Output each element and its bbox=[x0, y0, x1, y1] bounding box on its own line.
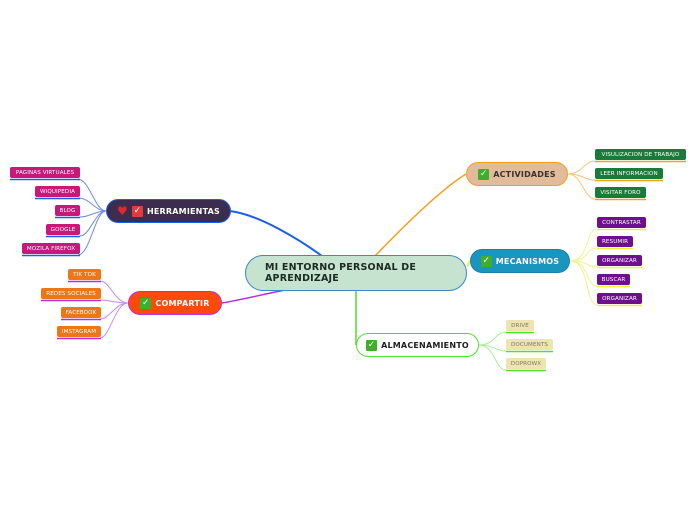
leaf-documents[interactable]: DOCUMENTS bbox=[506, 339, 553, 350]
leaf-label: CONTRASTAR bbox=[602, 219, 641, 226]
leaf-label: BUSCAR bbox=[601, 276, 626, 283]
checkmark-icon: ✓ bbox=[366, 339, 378, 351]
leaf-label: RESUMIR bbox=[601, 238, 629, 245]
leaf-label: FACEBOOK bbox=[65, 309, 97, 316]
leaf-wiquipedia[interactable]: WIQUIPEDIA bbox=[35, 186, 80, 197]
leaf-label: IMSTAGRAM bbox=[61, 328, 97, 335]
central-topic[interactable]: MI ENTORNO PERSONAL DE APRENDIZAJE bbox=[245, 255, 467, 291]
leaf-label: LEER INFORMACION bbox=[600, 170, 658, 177]
branch-mecanismos[interactable]: ✓ MECANISMOS bbox=[470, 249, 570, 273]
leaf-label: REDES SOCIALES bbox=[46, 290, 96, 297]
branch-herramientas[interactable]: ♥ ✓ HERRAMIENTAS bbox=[106, 199, 231, 223]
link-herr-child bbox=[77, 178, 107, 212]
branch-label: ACTIVIDADES bbox=[493, 169, 556, 179]
leaf-doprowx[interactable]: DOPROWX bbox=[506, 358, 546, 369]
leaf-visulizacion-de-trabajo[interactable]: VISULIZACION DE TRABAJO bbox=[595, 149, 686, 160]
link-central-compartir bbox=[221, 288, 291, 304]
leaf-imstagram[interactable]: IMSTAGRAM bbox=[57, 326, 101, 337]
checkmark-icon: ✓ bbox=[478, 168, 490, 180]
heart-icon: ♥ bbox=[117, 203, 128, 218]
central-topic-label: MI ENTORNO PERSONAL DE APRENDIZAJE bbox=[265, 262, 417, 284]
leaf-visitar-foro[interactable]: VISITAR FORO bbox=[595, 187, 646, 198]
leaf-label: VISULIZACION DE TRABAJO bbox=[601, 151, 680, 158]
leaf-label: ORGANIZAR bbox=[602, 295, 637, 302]
branch-actividades[interactable]: ✓ ACTIVIDADES bbox=[466, 162, 568, 186]
leaf-label: MOZILA FIREFOX bbox=[26, 245, 76, 252]
leaf-leer-informacion[interactable]: LEER INFORMACION bbox=[595, 168, 663, 179]
leaf-facebook[interactable]: FACEBOOK bbox=[61, 307, 101, 318]
leaf-buscar[interactable]: BUSCAR bbox=[597, 274, 630, 285]
branch-almacenamiento[interactable]: ✓ ALMACENAMIENTO bbox=[356, 333, 479, 357]
link-herr-child bbox=[77, 210, 107, 256]
branch-label: COMPARTIR bbox=[155, 298, 210, 308]
link-central-mecanismos bbox=[466, 260, 471, 267]
leaf-label: ORGANIZAR bbox=[602, 257, 637, 264]
leaf-mozila-firefox[interactable]: MOZILA FIREFOX bbox=[22, 243, 80, 254]
leaf-redes-sociales[interactable]: REDES SOCIALES bbox=[41, 288, 101, 299]
leaf-resumir[interactable]: RESUMIR bbox=[597, 236, 633, 247]
leaf-organizar[interactable]: ORGANIZAR bbox=[597, 255, 642, 266]
leaf-label: TIK TOK bbox=[73, 271, 96, 278]
checkmark-icon: ✓ bbox=[140, 297, 152, 309]
leaf-label: VISITAR FORO bbox=[600, 189, 641, 196]
leaf-label: WIQUIPEDIA bbox=[39, 188, 76, 195]
leaf-label: DRIVE bbox=[511, 322, 529, 329]
branch-label: MECANISMOS bbox=[495, 256, 560, 266]
link-herr-child bbox=[77, 197, 107, 212]
branch-label: ALMACENAMIENTO bbox=[381, 340, 469, 350]
branch-label: HERRAMIENTAS bbox=[147, 206, 220, 216]
leaf-tik-tok[interactable]: TIK TOK bbox=[68, 269, 101, 280]
leaf-label: PAGINAS VIRTUALES bbox=[15, 169, 75, 176]
leaf-organizar-2[interactable]: ORGANIZAR bbox=[597, 293, 642, 304]
leaf-contrastar[interactable]: CONTRASTAR bbox=[597, 217, 646, 228]
checkmark-icon: ✓ bbox=[480, 255, 492, 267]
link-central-herramientas bbox=[229, 210, 323, 257]
leaf-label: BLOG bbox=[59, 207, 76, 214]
branch-compartir[interactable]: ✓ COMPARTIR bbox=[128, 291, 222, 315]
leaf-blog[interactable]: BLOG bbox=[55, 205, 80, 216]
leaf-label: DOCUMENTS bbox=[510, 341, 549, 348]
leaf-google[interactable]: GOOGLE bbox=[46, 224, 80, 235]
link-central-actividades bbox=[374, 173, 467, 257]
leaf-label: GOOGLE bbox=[50, 226, 76, 233]
checkmark-icon: ✓ bbox=[132, 205, 143, 217]
leaf-label: DOPROWX bbox=[510, 360, 542, 367]
leaf-drive[interactable]: DRIVE bbox=[506, 320, 534, 331]
leaf-paginas-virtuales[interactable]: PAGINAS VIRTUALES bbox=[10, 167, 80, 178]
